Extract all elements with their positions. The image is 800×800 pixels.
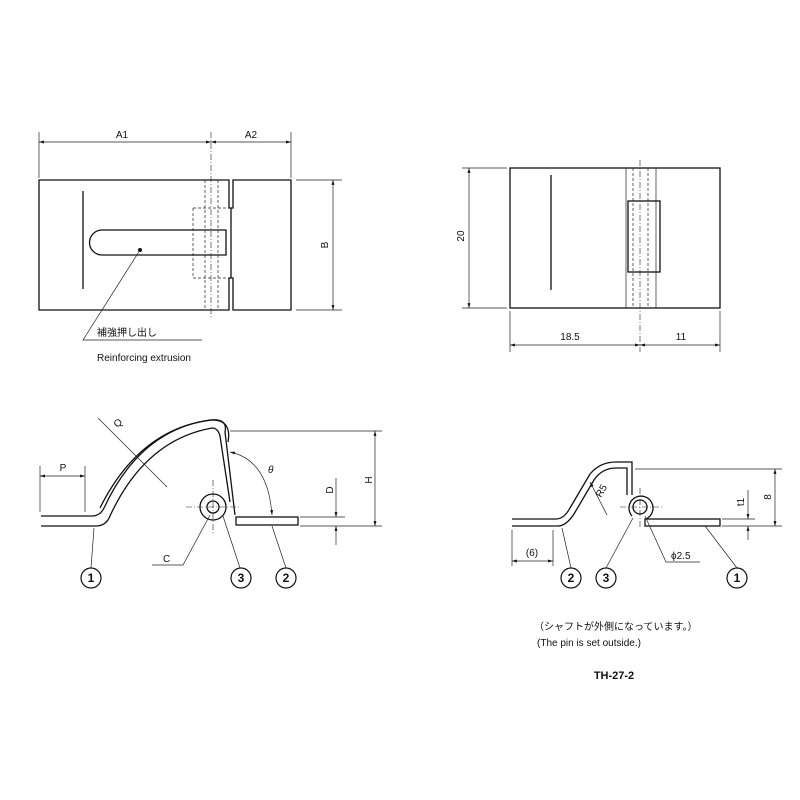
bottom-left-view: P Q θ H D C 1 3 2: [39, 417, 382, 589]
dim-h: H: [364, 476, 375, 483]
svg-text:3: 3: [238, 571, 245, 585]
svg-text:3: 3: [603, 571, 610, 585]
dim-t1: t1: [736, 497, 747, 506]
dim-a1: A1: [116, 130, 129, 141]
dim-b: B: [320, 241, 331, 248]
part-callout-1: 1: [726, 567, 748, 589]
svg-text:2: 2: [283, 571, 290, 585]
svg-text:2: 2: [568, 571, 575, 585]
part-callout-3: 3: [595, 567, 617, 589]
reinforcing-note-en: Reinforcing extrusion: [97, 353, 191, 364]
pin-note-jp: （シャフトが外側になっています。）: [534, 620, 698, 633]
dim-a2: A2: [245, 130, 258, 141]
dim-18-5: 18.5: [560, 332, 580, 343]
model-number: TH-27-2: [594, 670, 634, 682]
part-callout-2: 2: [275, 567, 297, 589]
hinge-tab: [627, 200, 661, 273]
dim-q: Q: [112, 417, 125, 431]
svg-text:1: 1: [88, 571, 95, 585]
dim-theta: θ: [268, 465, 274, 476]
reinforcing-note-jp: 補強押し出し: [97, 326, 157, 339]
dim-11: 11: [676, 332, 687, 343]
top-right-view: 20 18.5 11: [456, 160, 721, 352]
dim-p: P: [60, 463, 67, 474]
part-callout-2: 2: [560, 567, 582, 589]
svg-text:1: 1: [734, 571, 741, 585]
dim-phi-2-5: ϕ2.5: [671, 551, 691, 562]
dim-6: (6): [526, 548, 538, 559]
dim-d: D: [325, 486, 336, 493]
part-callout-1: 1: [80, 567, 102, 589]
slot: [88, 229, 227, 256]
dim-c: C: [163, 554, 170, 565]
dim-8: 8: [763, 494, 774, 500]
left-leaf: [38, 179, 292, 311]
pin-note-en: (The pin is set outside.): [537, 638, 641, 649]
top-left-view: A1 A2 B 補強押し出し Reinforcing extrusion: [38, 130, 342, 364]
dim-r5: R5: [594, 483, 610, 500]
bottom-right-view: 8 t1 R5 (6) ϕ2.5 2 3 1 （シャフトが外側になっています。）…: [511, 461, 782, 682]
dim-20: 20: [456, 230, 467, 242]
part-callout-3: 3: [230, 567, 252, 589]
